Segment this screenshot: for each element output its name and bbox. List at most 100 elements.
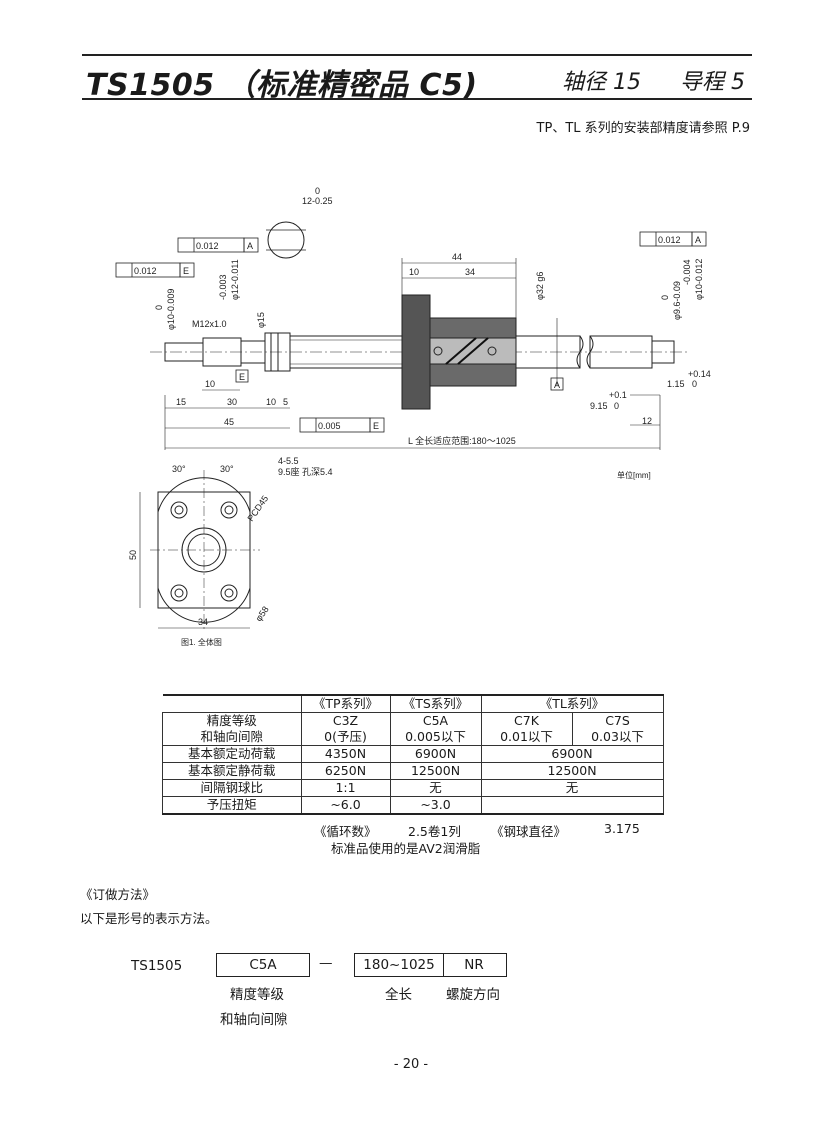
thread-m12: M12x1.0 [192, 319, 227, 329]
dim-plus014: +0.14 [688, 369, 711, 379]
dim-34: 34 [465, 267, 475, 277]
page-number: - 20 - [393, 1057, 429, 1072]
angle-2: 30° [220, 464, 234, 474]
tol-c: 0 [154, 305, 164, 310]
dim-phi15: φ15 [256, 312, 266, 328]
torque-label: 予压扭矩 [162, 796, 302, 815]
col-tl: 《TL系列》 [480, 694, 664, 713]
dim-l30: 30 [227, 397, 237, 407]
ratio-tl: 无 [480, 779, 664, 797]
dim-l10b: 10 [266, 397, 276, 407]
torque-tl [480, 796, 664, 815]
tol-r4: φ10-0.012 [694, 259, 704, 300]
dim-l10: 10 [205, 379, 215, 389]
runout-e-ref: E [183, 266, 189, 276]
tol-r1: 0 [660, 295, 670, 300]
dim-915: 9.15 [590, 401, 608, 411]
dim-plus01: +0.1 [609, 390, 627, 400]
stat-tl: 12500N [480, 762, 664, 780]
grade-code-box: C5A [216, 953, 310, 977]
length-code-box: 180~1025 [354, 953, 444, 977]
model-code: TS1505 [131, 958, 183, 974]
dim-l15: 15 [176, 397, 186, 407]
runout-left-ref: A [247, 241, 253, 251]
dim-12: 12 [642, 416, 652, 426]
col-tp: 《TP系列》 [300, 694, 391, 713]
tol-b: φ12-0.011 [230, 259, 240, 300]
stat-ts: 12500N [389, 762, 482, 780]
holes-spec-a: 4-5.5 [278, 456, 299, 466]
runout-right-value: 0.012 [658, 235, 681, 245]
order-heading: 《订做方法》 [80, 887, 156, 902]
dim-phi58: φ58 [253, 604, 270, 623]
grade-tl1-1: C7K [480, 712, 573, 729]
tol-r3: -0.004 [682, 259, 692, 285]
assembly-drawing: 0 12-0.25 0.012 A 0.012 E -0.003 φ12-0.0… [115, 186, 711, 647]
foot-circ-label: 《循环数》 [314, 824, 377, 839]
direction-code-box: NR [442, 953, 507, 977]
header-rule-top [82, 54, 752, 56]
perp-value: 0.005 [318, 421, 341, 431]
angle-1: 30° [172, 464, 186, 474]
stat-tp: 6250N [300, 762, 391, 780]
mounting-precision-note: TP、TL 系列的安装部精度请参照 P.9 [536, 121, 750, 136]
torque-tp: ~6.0 [300, 796, 391, 815]
dyn-tl: 6900N [480, 745, 664, 763]
lead-label: 导程 5 [680, 70, 745, 95]
unit-label: 单位[mm] [617, 470, 651, 480]
shaft-diameter-label: 轴径 15 [562, 70, 641, 95]
holes-spec-b: 9.5座 孔深5.4 [278, 466, 333, 477]
runout-right-ref: A [695, 235, 701, 245]
dim-phi32: φ32 g6 [535, 272, 545, 300]
ratio-ts: 无 [389, 779, 482, 797]
dim-d1b: 12-0.25 [302, 196, 333, 206]
ratio-tp: 1:1 [300, 779, 391, 797]
grade-tp-2: 0(予压) [300, 729, 391, 746]
grade-label-1: 精度等级 [162, 712, 302, 729]
datum-e: E [239, 372, 245, 382]
foot-circ-value: 2.5卷1列 [408, 824, 461, 839]
grade-label-2: 和轴向间隙 [162, 729, 302, 746]
dim-44: 44 [452, 252, 462, 262]
torque-ts: ~3.0 [389, 796, 482, 815]
spec-table: 《TP系列》 《TS系列》 《TL系列》 精度等级 C3Z C5A C7K C7… [162, 694, 664, 815]
figure-caption: 图1. 全体图 [181, 637, 222, 647]
dim-115b: 0 [692, 379, 697, 389]
datum-a: A [554, 380, 560, 390]
ratio-label: 间隔钢球比 [162, 779, 302, 797]
foot-lube-note: 标准品使用的是AV2润滑脂 [331, 841, 481, 856]
runout-left-value: 0.012 [196, 241, 219, 251]
tol-r2: φ9.6-0.09 [672, 281, 682, 320]
length-label: 全长 [385, 987, 412, 1003]
header-rule-bottom [82, 98, 752, 100]
dim-10: 10 [409, 267, 419, 277]
grade-ts-2: 0.005以下 [389, 729, 482, 746]
foot-ball-value: 3.175 [604, 821, 640, 836]
dim-50: 50 [128, 550, 138, 560]
stat-label: 基本额定静荷载 [162, 762, 302, 780]
length-range-note: L 全长适应范围:180～1025 [408, 435, 516, 446]
grade-tl2-2: 0.03以下 [571, 729, 664, 746]
grade-tl2-1: C7S [571, 712, 664, 729]
dim-l5: 5 [283, 397, 288, 407]
grade-tp-1: C3Z [300, 712, 391, 729]
foot-ball-label: 《钢球直径》 [491, 824, 567, 839]
dim-d1: 0 [315, 186, 320, 196]
order-desc: 以下是形号的表示方法。 [80, 911, 218, 926]
col-ts: 《TS系列》 [389, 694, 482, 713]
grade-ts-1: C5A [389, 712, 482, 729]
grade-label-2: 和轴向间隙 [220, 1012, 288, 1028]
dim-l45: 45 [224, 417, 234, 427]
runout-e-value: 0.012 [134, 266, 157, 276]
tol-a: -0.003 [218, 274, 228, 300]
dyn-ts: 6900N [389, 745, 482, 763]
dim-34b: 34 [198, 617, 208, 627]
page-title: TS1505 （标准精密品 C5) [86, 68, 478, 103]
tol-d: φ10-0.009 [166, 289, 176, 330]
direction-label: 螺旋方向 [446, 987, 500, 1003]
grade-label-1: 精度等级 [230, 987, 284, 1003]
dim-115: 1.15 [667, 379, 685, 389]
perp-ref: E [373, 421, 379, 431]
code-dash: — [319, 955, 333, 971]
dim-915b: 0 [614, 401, 619, 411]
